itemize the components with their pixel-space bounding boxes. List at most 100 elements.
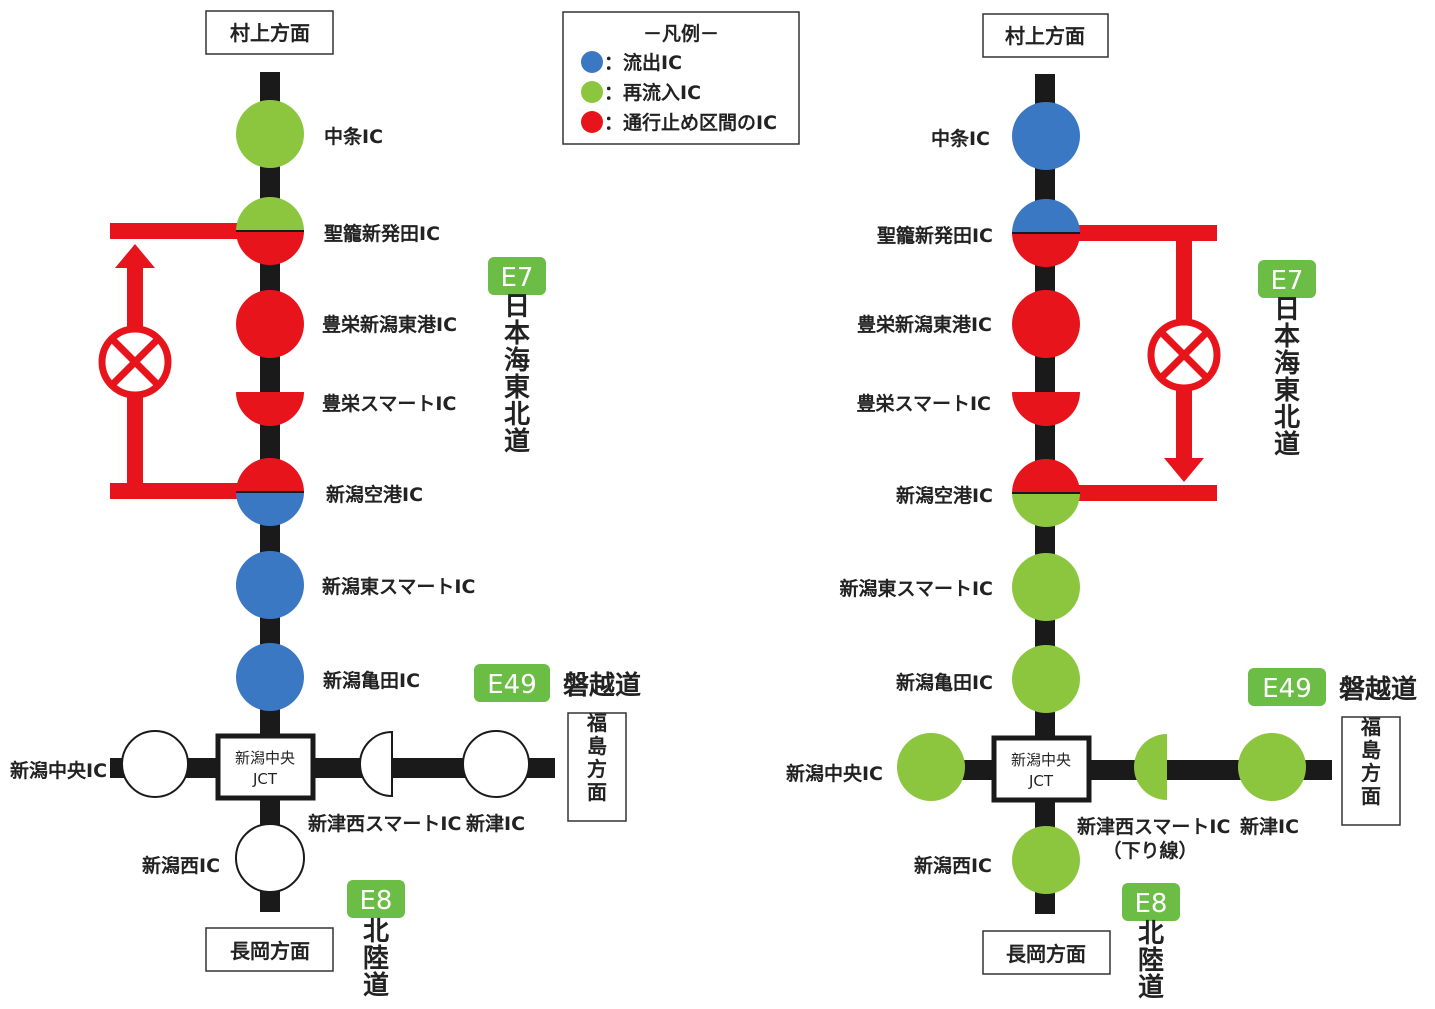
north-direction-label: 村上方面 [1005, 24, 1085, 48]
ic-nishi-label: 新潟西IC [142, 854, 220, 877]
ic-shibata-marker-bottom [1012, 233, 1080, 267]
e8-badge [347, 880, 405, 918]
ic-airport-marker-bottom [236, 492, 304, 526]
closure-bracket-bottom [1045, 485, 1217, 501]
ic-shibata-label: 聖籠新発田IC [877, 224, 993, 247]
ic-niitsu-label: 新津IC [466, 812, 525, 835]
ic-toko-label: 豊栄新潟東港IC [857, 313, 992, 336]
e49-name: 磐越道 [1339, 674, 1417, 705]
south-direction-box [982, 930, 1111, 975]
ic-nakajo-label: 中条IC [931, 127, 990, 150]
ic-niitsu-nishi-smart-label: 新津西スマートIC [1077, 815, 1230, 838]
e49-badge [474, 664, 550, 702]
legend-reentry-label: ：再流入IC [604, 81, 701, 104]
closure-bracket-bottom [110, 483, 270, 499]
closure-arrow-head [1164, 458, 1204, 482]
ic-higashi-smart-marker [1012, 553, 1080, 621]
legend: －凡例－ ：流出IC ：再流入IC ：通行止め区間のIC [562, 11, 800, 145]
e7-name: 日本海東北道 [504, 292, 530, 457]
east-direction-label: 福島方面 [586, 711, 607, 804]
ic-airport-label: 新潟空港IC [896, 484, 993, 507]
ic-nakajo-marker [1012, 102, 1080, 170]
e49-code: E49 [1262, 674, 1312, 704]
closure-bracket-top [1045, 225, 1217, 241]
ic-airport-marker-top [1012, 459, 1080, 493]
e49-badge [1248, 668, 1326, 706]
ic-niitsu-nishi-smart-marker [1134, 734, 1167, 800]
ic-niitsu-label: 新津IC [1240, 815, 1299, 838]
ic-niitsu-nishi-smart-label: 新津西スマートIC [308, 812, 461, 835]
e7-code: E7 [501, 263, 534, 293]
ic-airport-marker-bottom [1012, 493, 1080, 527]
ic-kameda-marker [236, 643, 304, 711]
closure-bracket-top [110, 223, 270, 239]
e8-code: E8 [1135, 889, 1168, 919]
ic-niitsu-marker [462, 730, 530, 798]
ic-niitsu-nishi-smart-note: （下り線） [1102, 839, 1197, 862]
e49-code: E49 [487, 670, 537, 700]
legend-closed-label: ：通行止め区間のIC [604, 111, 777, 134]
ic-toyosaka-smart-marker [236, 392, 304, 426]
ic-nishi-marker [235, 823, 305, 893]
no-entry-icon [98, 325, 172, 399]
north-direction-label: 村上方面 [230, 21, 310, 45]
east-direction-box [567, 712, 627, 822]
ic-higashi-smart-marker [236, 551, 304, 619]
ic-toko-marker [236, 290, 304, 358]
ic-nishi-label: 新潟西IC [914, 854, 992, 877]
jct-label-line2: JCT [1028, 772, 1054, 790]
jct-box [215, 733, 316, 801]
ic-higashi-smart-label: 新潟東スマートIC [322, 575, 475, 598]
ic-chuo-marker [121, 730, 189, 798]
legend-title: －凡例－ [643, 22, 719, 45]
north-direction-box [982, 13, 1109, 58]
e8-name: 北陸道 [1138, 919, 1164, 1003]
e8-name: 北陸道 [363, 917, 389, 1001]
no-entry-icon [1147, 318, 1221, 392]
jct-label-line1: 新潟中央 [235, 749, 295, 767]
e49-name: 磐越道 [563, 670, 641, 701]
closure-arrow-head [115, 244, 155, 268]
e7-name: 日本海東北道 [1274, 295, 1300, 460]
e8-code: E8 [360, 886, 393, 916]
legend-closed-dot [581, 111, 603, 133]
ic-nakajo-label: 中条IC [324, 125, 383, 148]
ic-chuo-label: 新潟中央IC [786, 762, 883, 785]
right-diagram: 新潟中央 JCT 中条IC 聖籠新発田IC 豊栄新潟東港IC 豊栄スマートIC … [786, 13, 1417, 1003]
e8-badge [1122, 883, 1180, 921]
ic-chuo-marker [897, 733, 965, 801]
east-direction-box [1341, 716, 1401, 826]
jct-box [991, 735, 1092, 803]
ic-toyosaka-smart-label: 豊栄スマートIC [857, 392, 991, 415]
left-diagram: 新潟中央 JCT 中条IC 聖籠新発田IC 豊栄新潟東港IC 豊栄スマートIC … [10, 10, 641, 1001]
legend-outflow-label: ：流出IC [604, 51, 682, 74]
jct-label-line1: 新潟中央 [1011, 751, 1071, 769]
ic-shibata-marker-bottom [236, 231, 304, 265]
ic-toyosaka-smart-marker [1012, 392, 1080, 426]
ic-airport-marker-top [236, 458, 304, 492]
ic-toko-label: 豊栄新潟東港IC [322, 313, 457, 336]
ic-nakajo-marker [236, 100, 304, 168]
ic-shibata-marker-top [1012, 199, 1080, 233]
legend-outflow-dot [581, 51, 603, 73]
ic-toko-marker [1012, 290, 1080, 358]
e7-badge [1258, 260, 1316, 298]
ic-niitsu-nishi-smart-marker [359, 730, 393, 798]
jct-label-line2: JCT [252, 770, 278, 788]
ic-niitsu-marker [1238, 733, 1306, 801]
north-direction-box [205, 10, 334, 55]
south-direction-box [205, 927, 334, 972]
ic-airport-label: 新潟空港IC [326, 483, 423, 506]
ic-kameda-label: 新潟亀田IC [323, 669, 420, 692]
ic-higashi-smart-label: 新潟東スマートIC [840, 577, 993, 600]
east-direction-label: 福島方面 [1360, 715, 1381, 808]
e7-badge [488, 257, 546, 295]
ic-kameda-marker [1012, 645, 1080, 713]
e7-code: E7 [1271, 266, 1304, 296]
ic-toyosaka-smart-label: 豊栄スマートIC [322, 392, 456, 415]
ic-nishi-marker [1012, 826, 1080, 894]
ic-chuo-label: 新潟中央IC [10, 759, 107, 782]
south-direction-label: 長岡方面 [230, 939, 310, 963]
ic-shibata-label: 聖籠新発田IC [324, 222, 440, 245]
ic-shibata-marker-top [236, 197, 304, 231]
